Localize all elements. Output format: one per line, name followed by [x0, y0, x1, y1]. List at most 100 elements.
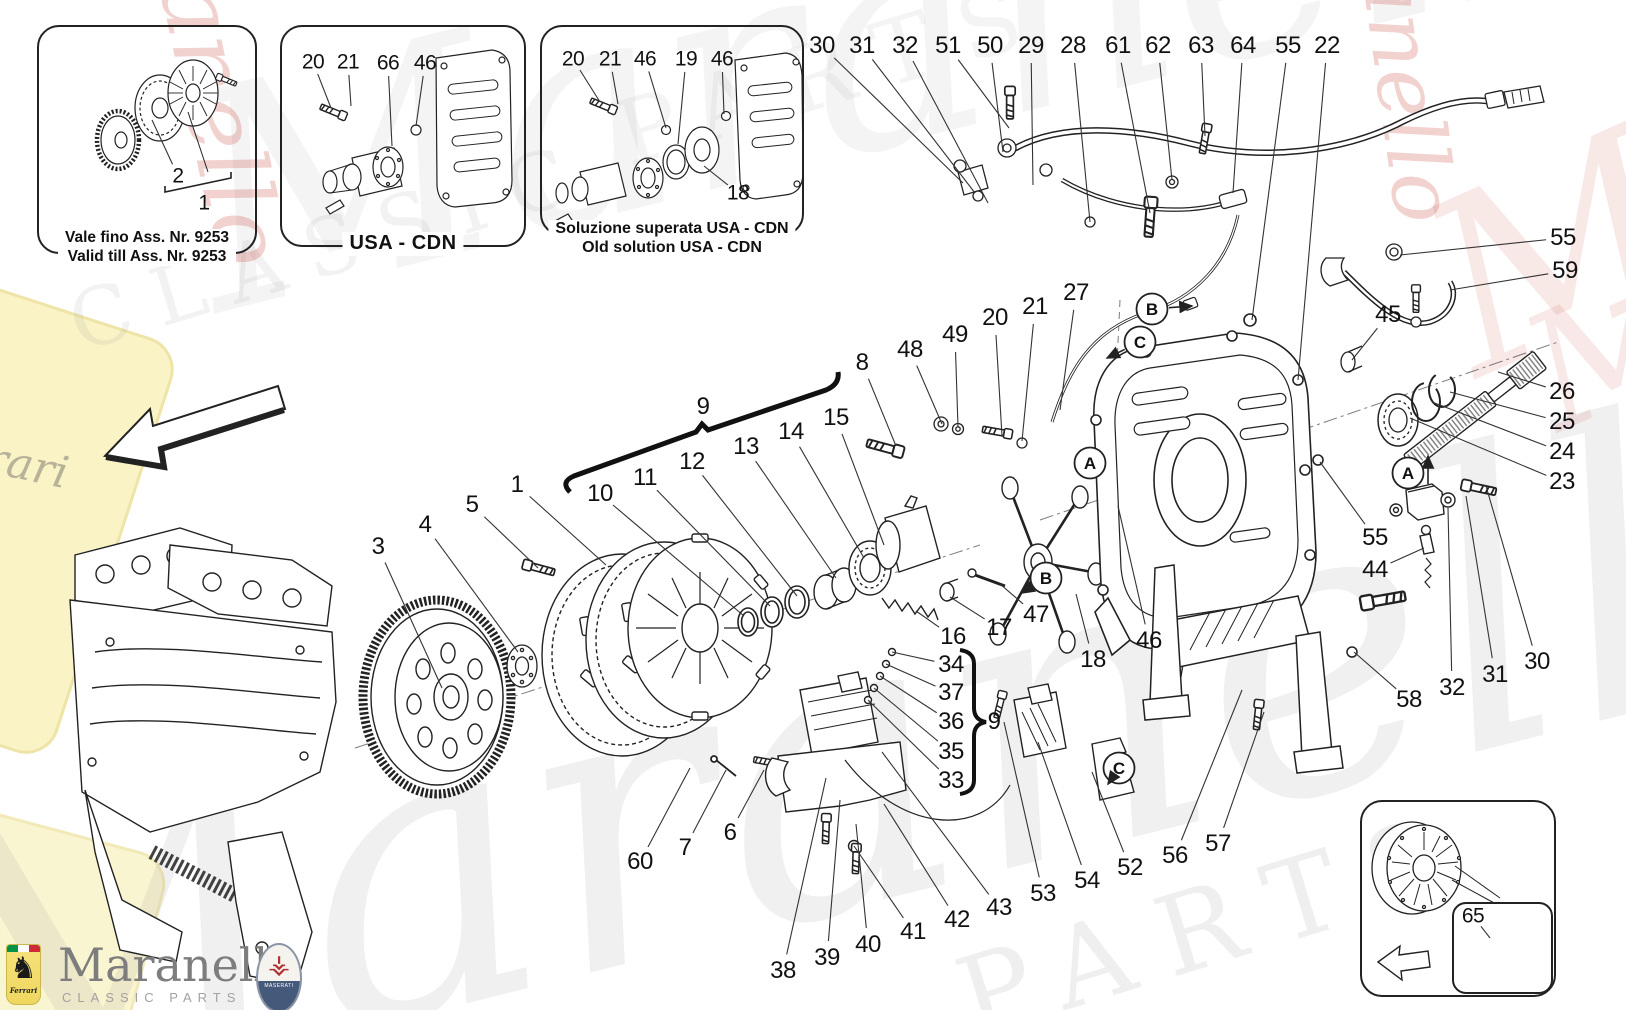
watermark-text: rari — [0, 431, 73, 500]
part-callout-24: 24 — [1549, 438, 1575, 465]
part-callout-61: 61 — [1105, 32, 1131, 59]
part-callout-17: 17 — [986, 614, 1012, 641]
reference-letter-C: C — [1105, 325, 1157, 359]
direction-arrow-icon — [102, 384, 287, 471]
part-callout-28: 28 — [1060, 32, 1086, 59]
part-callout-33: 33 — [938, 767, 964, 794]
svg-text:A: A — [1402, 464, 1414, 483]
caption-italian: Soluzione superata USA - CDN — [555, 220, 789, 238]
part-callout-45: 45 — [1375, 301, 1401, 328]
flywheel-drawing — [358, 595, 516, 799]
part-callout-29: 29 — [1018, 32, 1044, 59]
inset-validity-caption: Vale fino Ass. Nr. 9253 Valid till Ass. … — [58, 229, 236, 266]
svg-text:C: C — [1134, 333, 1146, 352]
inset-box-kit — [1360, 800, 1556, 997]
part-callout-65: 65 — [1461, 904, 1485, 928]
part-callout-55: 55 — [1550, 224, 1576, 251]
part-callout-30: 30 — [1524, 648, 1550, 675]
maserati-badge-label: MASERATI — [258, 981, 300, 991]
part-callout-58: 58 — [1396, 686, 1422, 713]
release-bearing-drawing — [813, 495, 941, 610]
inset-box-usa-cdn: USA - CDN — [280, 25, 526, 256]
part-callout-40: 40 — [855, 931, 881, 958]
part-callout-60: 60 — [627, 848, 653, 875]
part-callout-55: 55 — [1275, 32, 1301, 59]
bracket-stand-drawing — [1142, 564, 1358, 774]
bolt-icon — [1196, 122, 1214, 155]
maserati-trident-icon: ⚶ — [267, 949, 291, 979]
part-callout-9: 9 — [987, 708, 1001, 735]
spacer-drawing — [506, 644, 538, 688]
bolt-icon — [864, 436, 906, 460]
bolt-icon — [520, 558, 557, 579]
part-callout-20: 20 — [301, 50, 325, 74]
clutch-drawing — [541, 533, 773, 757]
block-a-drawing — [1389, 454, 1456, 589]
bolt-icon — [752, 754, 783, 770]
part-callout-49: 49 — [942, 321, 968, 348]
reference-letter-B: B — [1020, 561, 1063, 595]
part-callout-26: 26 — [1549, 378, 1575, 405]
bolt-icon — [1250, 698, 1266, 731]
part-callout-4: 4 — [418, 511, 432, 538]
part-callout-43: 43 — [986, 894, 1012, 921]
rings-drawing — [737, 585, 810, 637]
part-callout-46: 46 — [710, 47, 734, 71]
part-callout-55: 55 — [1362, 524, 1388, 551]
part-callout-25: 25 — [1549, 408, 1575, 435]
svg-text:B: B — [1146, 300, 1158, 319]
part-callout-12: 12 — [679, 448, 705, 475]
brand-tagline: CLASSIC PARTS — [62, 990, 242, 1005]
spring-drawing — [881, 568, 1006, 621]
engine-drawing — [69, 527, 337, 987]
part-callout-39: 39 — [814, 944, 840, 971]
part-callout-41: 41 — [900, 918, 926, 945]
part-callout-64: 64 — [1230, 32, 1256, 59]
inset-box-validity: Vale fino Ass. Nr. 9253 Valid till Ass. … — [37, 25, 257, 266]
svg-text:C: C — [1113, 759, 1125, 778]
part-callout-59: 59 — [1552, 257, 1578, 284]
part-callout-36: 36 — [938, 708, 964, 735]
input-shaft-drawing — [1340, 345, 1547, 475]
watermark-text-red: Maranello — [1386, 0, 1626, 431]
part-callout-34: 34 — [938, 651, 964, 678]
part-callout-46: 46 — [633, 47, 657, 71]
ferrari-badge-label: Ferrari — [9, 986, 38, 995]
washers-drawing — [933, 416, 965, 436]
part-callout-15: 15 — [823, 404, 849, 431]
part-callout-37: 37 — [938, 679, 964, 706]
caption-english: Old solution USA - CDN — [582, 239, 762, 257]
part-callout-31: 31 — [1482, 661, 1508, 688]
part-callout-20: 20 — [982, 304, 1008, 331]
bolt-icon — [1459, 478, 1498, 499]
caption-english: Valid till Ass. Nr. 9253 — [67, 247, 227, 265]
part-callout-32: 32 — [1439, 674, 1465, 701]
part-callout-14: 14 — [778, 418, 804, 445]
part-callout-42: 42 — [944, 906, 970, 933]
washer-icon — [1016, 437, 1028, 449]
part-callout-20: 20 — [561, 47, 585, 71]
hose-drawing — [953, 85, 1545, 423]
bolt-icon — [819, 812, 833, 845]
part-callout-1: 1 — [198, 191, 210, 215]
ferrari-shield-watermark — [0, 273, 183, 763]
part-callout-21: 21 — [598, 47, 622, 71]
part-callout-8: 8 — [855, 349, 869, 376]
reference-letter-C: C — [1102, 751, 1136, 786]
group-bracket — [563, 371, 987, 796]
bolt-icon — [1410, 284, 1422, 314]
part-callout-18: 18 — [1080, 646, 1106, 673]
inset-usa-cdn-caption: USA - CDN — [342, 232, 464, 256]
bell-housing-drawing — [1090, 313, 1324, 657]
pin-drawing — [710, 755, 737, 777]
part-callout-53: 53 — [1030, 880, 1056, 907]
part-callout-51: 51 — [935, 32, 961, 59]
part-callout-5: 5 — [465, 491, 479, 518]
part-callout-31: 31 — [849, 32, 875, 59]
part-callout-44: 44 — [1362, 556, 1388, 583]
part-callout-7: 7 — [678, 834, 692, 861]
part-callout-18: 18 — [726, 181, 750, 205]
bolt-icon — [981, 423, 1014, 441]
part-callout-30: 30 — [809, 32, 835, 59]
